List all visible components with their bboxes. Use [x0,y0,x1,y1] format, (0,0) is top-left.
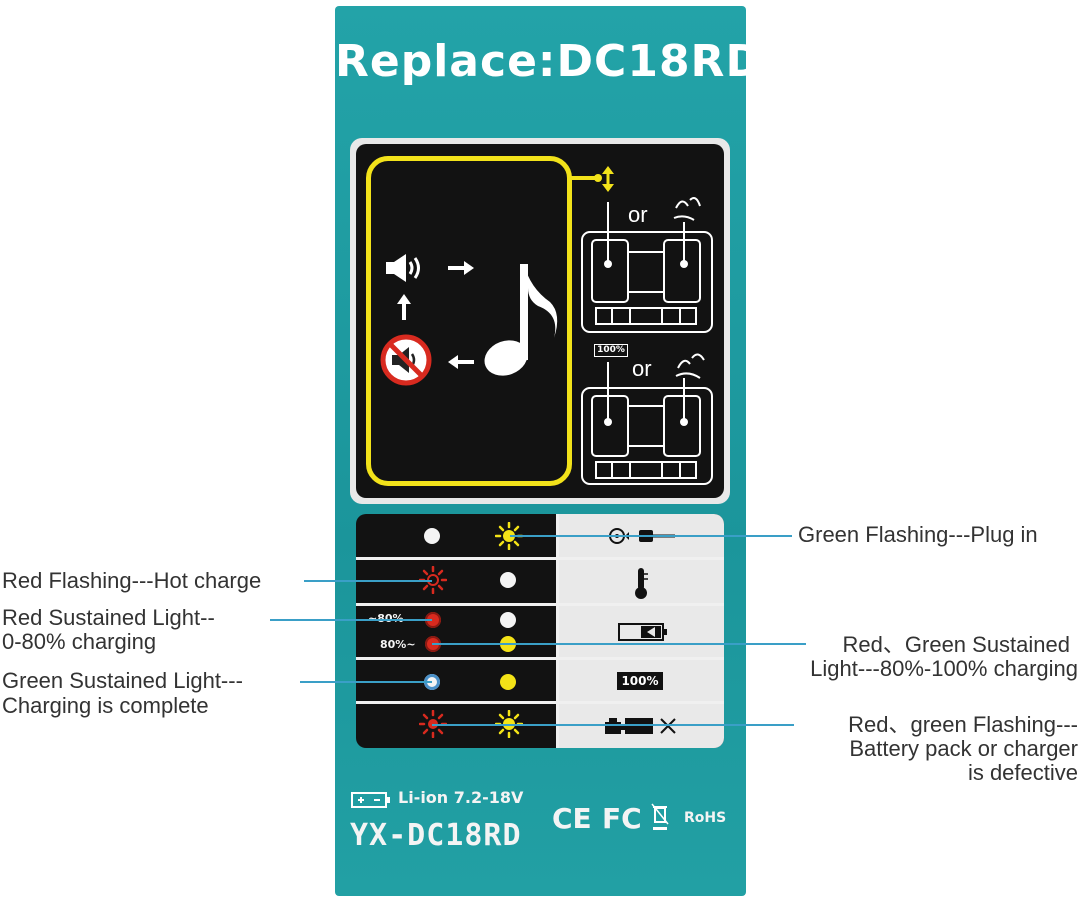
callout-red-green-sustained-line2: Light---80%-100% charging [810,656,1078,681]
led-row-charging [356,606,724,660]
callout-line-plug-in [510,535,792,537]
led-red-flashing [419,566,447,594]
battery-slot-diagram-bottom [581,353,713,485]
callout-red-green-sustained-line1: Red、Green Sustained [842,632,1070,657]
callout-line-hot-charge [304,580,432,582]
callout-defective-line2: Battery pack or charger [849,736,1078,761]
arrow-right-icon [448,261,474,275]
callout-line-defective [432,724,794,726]
led-row-plug-in [356,514,724,560]
battery-charging-icon [618,623,667,641]
callout-green-sustained-line1: Green Sustained Light--- [2,668,243,693]
callout-plug-in: Green Flashing---Plug in [798,522,1038,547]
thermometer-icon [635,568,648,599]
pct-label-0-80: ~80% [368,612,404,625]
or-label-top: or [628,202,648,227]
battery-100-badge: 100% [594,344,628,357]
voltage-spec: Li-ion 7.2-18V [398,788,524,807]
led-green-off [500,572,516,588]
mute-icon [380,334,432,386]
battery-defective-icon [605,718,676,734]
row-icon-cell: 100% [556,660,724,701]
battery-full-badge: 100% [617,672,663,690]
rohs-mark: RoHS [684,810,727,826]
callout-green-sustained-line2: Charging is complete [2,693,209,718]
callout-red-sustained-line2: 0-80% charging [2,629,157,654]
led-row-defective [356,704,724,748]
label-title: Replace:DC18RD [335,36,763,87]
arrow-up-icon [397,294,411,320]
row-icon-cell [556,704,724,748]
model-number: YX-DC18RD [350,818,522,853]
callout-defective-line1: Red、green Flashing--- [848,712,1078,737]
led-status-table: 100% [356,514,724,748]
callout-line-red-sustained [270,619,432,621]
ce-mark: CE [552,802,592,835]
callout-hot-charge: Red Flashing---Hot charge [2,568,262,593]
battery-slot-diagram-top [581,197,713,333]
or-label-bottom: or [632,356,652,381]
sound-mode-box [366,156,572,486]
battery-spec-icon [351,792,390,808]
callout-line-green-sustained [300,681,432,683]
led-row-hot-charge [356,560,724,606]
pct-label-80-up: 80%~ [380,638,416,651]
led-red-off [424,674,440,690]
weee-bin-icon [651,803,669,830]
callout-red-sustained-line1: Red Sustained Light-- [2,605,215,630]
led-green-off [500,612,516,628]
led-red-sustained [425,612,441,628]
fc-mark: FC [602,802,642,835]
music-note-icon [484,264,558,376]
led-red-off [424,528,440,544]
row-icon-cell [556,606,724,657]
led-green-sustained [500,674,516,690]
arrow-left-icon [448,355,474,369]
callout-line-red-green-sustained [432,643,806,645]
led-row-complete: 100% [356,660,724,704]
callout-defective-line3: is defective [967,760,1078,785]
row-icon-cell [556,560,724,603]
sound-box-connector [570,166,614,192]
speaker-icon [386,254,420,282]
